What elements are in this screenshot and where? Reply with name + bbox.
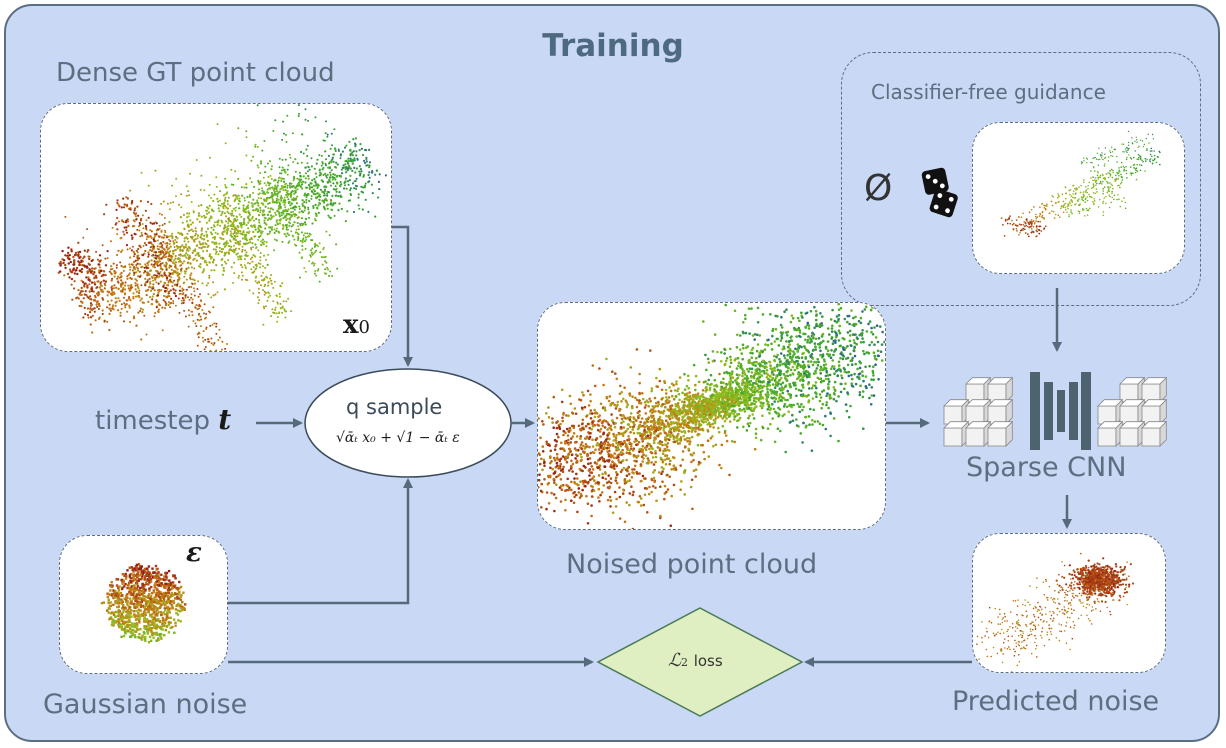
gaussian-noise-image [100,563,187,644]
noised-label: Noised point cloud [566,549,818,580]
q-sample-formula: √ᾱₜ x₀ + √1 − ᾱₜ ε [336,430,460,446]
loss-diamond [596,607,804,717]
cfg-label: Classifier-free guidance [871,80,1106,104]
sparse-cnn-icon [943,372,1168,450]
epsilon-symbol: ε [186,538,202,568]
noised-panel [537,302,886,530]
diagram-title: Training [542,28,684,64]
predicted-panel [972,533,1166,673]
predicted-label: Predicted noise [952,686,1160,717]
empty-set-symbol: Ø [864,168,893,209]
loss-label: ℒ2 loss [668,650,723,671]
dense-point-cloud-image [57,104,387,351]
cfg-point-cloud-panel [972,122,1185,274]
dense-gt-panel: x0 [40,103,392,352]
sparse-cnn-label: Sparse CNN [966,452,1127,483]
gaussian-panel: ε [59,535,228,674]
timestep-label: timestep t [95,403,232,436]
dense-gt-label: Dense GT point cloud [56,58,335,88]
arrow-noise-to-qsample [228,478,413,605]
gaussian-label: Gaussian noise [43,689,248,720]
predicted-noise-image [976,552,1135,672]
cfg-group [841,52,1201,306]
q-sample-label: q sample [346,395,443,419]
x0-symbol: x0 [343,310,370,340]
arrow-gt-to-qsample [392,225,413,367]
sparse-scan-image [1000,130,1161,238]
noised-point-cloud-image [538,303,885,529]
